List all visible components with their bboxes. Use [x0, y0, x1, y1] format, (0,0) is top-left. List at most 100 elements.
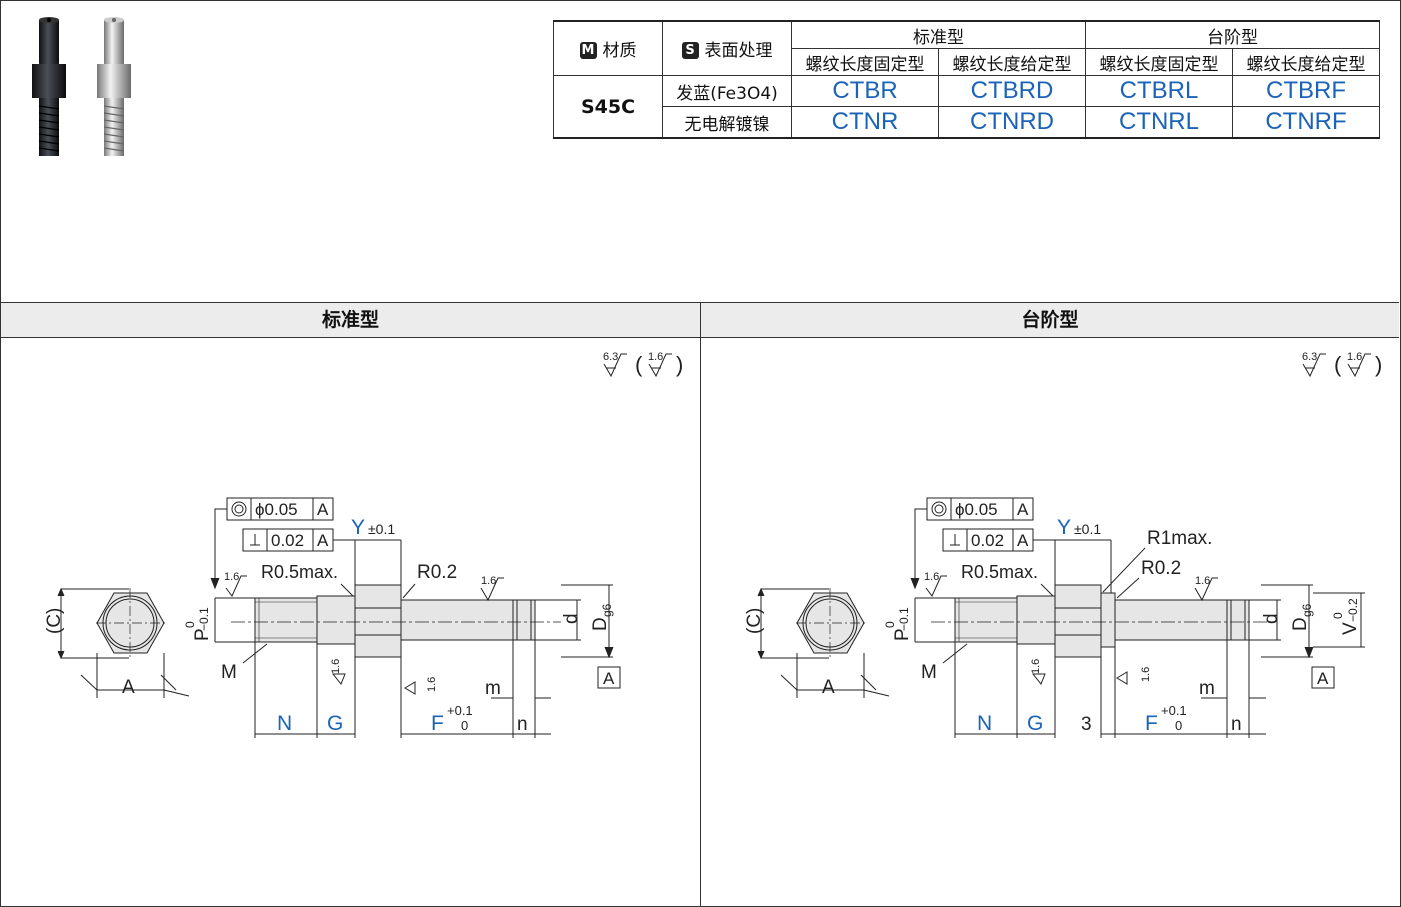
- svg-text:g6: g6: [1300, 603, 1314, 617]
- svg-text:±0.1: ±0.1: [368, 521, 395, 537]
- svg-text:N: N: [277, 712, 292, 735]
- material-badge: M: [579, 42, 597, 59]
- svg-text:d: d: [1261, 613, 1282, 624]
- col-standard-given: 螺纹长度给定型: [938, 48, 1086, 76]
- svg-text:R0.5max.: R0.5max.: [961, 562, 1038, 582]
- black-pin: [32, 17, 66, 156]
- svg-text:A: A: [1017, 531, 1029, 550]
- svg-text:6.3: 6.3: [603, 351, 618, 363]
- svg-text:0: 0: [1175, 718, 1182, 733]
- part-code: CTNRL: [1085, 106, 1233, 139]
- part-code: CTNRF: [1232, 106, 1380, 139]
- svg-text:m: m: [1199, 678, 1215, 699]
- svg-text:(C): (C): [44, 608, 65, 634]
- svg-text:M: M: [921, 662, 937, 683]
- svg-text:(C): (C): [744, 608, 765, 634]
- roughness-symbol: 6.3 ( 1.6 ): [603, 351, 683, 378]
- svg-text:G: G: [1027, 712, 1043, 735]
- svg-text:A: A: [1017, 500, 1029, 519]
- tolerance-frame-perpendicular: 0.02 A: [942, 528, 1055, 552]
- svg-text:−0.1: −0.1: [897, 607, 911, 631]
- part-code: CTNRD: [938, 106, 1086, 139]
- svg-text:A: A: [822, 677, 835, 698]
- tolerance-frame-perpendicular: 0.02 A: [242, 528, 355, 552]
- part-code: CTBRD: [938, 75, 1086, 107]
- pin-side-view: [931, 584, 1276, 658]
- section-divider: [700, 302, 701, 906]
- svg-text:g6: g6: [600, 603, 614, 617]
- col-standard-fixed: 螺纹长度固定型: [791, 48, 939, 76]
- svg-text:1.6: 1.6: [224, 571, 239, 583]
- svg-text:ϕ0.05: ϕ0.05: [955, 500, 998, 519]
- svg-text:R0.5max.: R0.5max.: [261, 562, 338, 582]
- svg-text:A: A: [317, 531, 329, 550]
- svg-text:0: 0: [1331, 612, 1345, 619]
- surface-header-label: 表面处理: [704, 41, 773, 61]
- svg-text:1.6: 1.6: [1195, 575, 1210, 587]
- svg-text:V: V: [1340, 622, 1361, 635]
- hex-end-view: (C) A: [744, 587, 890, 698]
- section-title-step: 台阶型: [701, 302, 1399, 338]
- svg-text:G: G: [327, 712, 343, 735]
- svg-text:n: n: [1231, 714, 1242, 735]
- svg-text:N: N: [977, 712, 992, 735]
- svg-text:R1max.: R1max.: [1147, 528, 1212, 549]
- product-photo: [32, 17, 131, 156]
- part-code: CTBRL: [1085, 75, 1233, 107]
- svg-text:Y: Y: [1057, 516, 1071, 539]
- svg-text:Y: Y: [351, 516, 365, 539]
- svg-text:A: A: [1317, 669, 1329, 688]
- part-code: CTBR: [791, 75, 939, 107]
- svg-text:1.6: 1.6: [426, 677, 438, 692]
- svg-text:3: 3: [1081, 714, 1092, 735]
- surface-value: 无电解镀镍: [662, 106, 792, 139]
- part-code: CTNR: [791, 106, 939, 139]
- drawing-standard: 6.3 ( 1.6 ) (C) A ϕ0.05 A: [44, 351, 683, 738]
- svg-text:(: (: [1334, 352, 1342, 377]
- hex-end-view: (C) A: [44, 587, 190, 698]
- material-header-label: 材质: [602, 41, 637, 61]
- svg-text:D: D: [1290, 617, 1311, 631]
- svg-text:F: F: [1145, 712, 1158, 735]
- svg-text:1.6: 1.6: [924, 571, 939, 583]
- svg-text:+0.1: +0.1: [447, 703, 473, 718]
- tolerance-frame-coaxial: ϕ0.05 A: [210, 497, 334, 590]
- col-step-fixed: 螺纹长度固定型: [1085, 48, 1233, 76]
- svg-text:+0.1: +0.1: [1161, 703, 1187, 718]
- svg-text:F: F: [431, 712, 444, 735]
- svg-text:P: P: [892, 628, 913, 641]
- svg-text:1.6: 1.6: [330, 659, 342, 674]
- svg-text:−0.1: −0.1: [197, 607, 211, 631]
- svg-text:A: A: [122, 677, 135, 698]
- drawing-step: 6.3 ( 1.6 ) (C) A ϕ0.05 A: [744, 351, 1382, 738]
- svg-text:): ): [676, 352, 683, 377]
- tolerance-frame-coaxial: ϕ0.05 A: [910, 497, 1034, 590]
- group-step-header: 台阶型: [1085, 20, 1380, 49]
- svg-text:0.02: 0.02: [271, 531, 304, 550]
- col-step-given: 螺纹长度给定型: [1232, 48, 1380, 76]
- svg-text:1.6: 1.6: [1030, 659, 1042, 674]
- pin-side-view: [231, 584, 561, 658]
- svg-text:R0.2: R0.2: [1141, 558, 1181, 579]
- svg-text:P: P: [192, 628, 213, 641]
- svg-text:6.3: 6.3: [1302, 351, 1317, 363]
- svg-text:±0.1: ±0.1: [1074, 521, 1101, 537]
- part-code: CTBRF: [1232, 75, 1380, 107]
- svg-text:0: 0: [461, 718, 468, 733]
- surface-badge: S: [681, 42, 699, 59]
- svg-text:1.6: 1.6: [648, 351, 663, 363]
- svg-text:D: D: [590, 617, 611, 631]
- silver-pin: [97, 17, 131, 156]
- svg-text:ϕ0.05: ϕ0.05: [255, 500, 298, 519]
- svg-text:n: n: [517, 714, 528, 735]
- svg-text:): ): [1375, 352, 1382, 377]
- svg-text:0.02: 0.02: [971, 531, 1004, 550]
- svg-text:R0.2: R0.2: [417, 562, 457, 583]
- svg-text:M: M: [221, 662, 237, 683]
- svg-text:0: 0: [883, 621, 897, 628]
- material-header: M 材质: [553, 20, 663, 76]
- svg-text:d: d: [561, 613, 582, 624]
- svg-text:(: (: [635, 352, 643, 377]
- section-title-standard: 标准型: [1, 302, 700, 338]
